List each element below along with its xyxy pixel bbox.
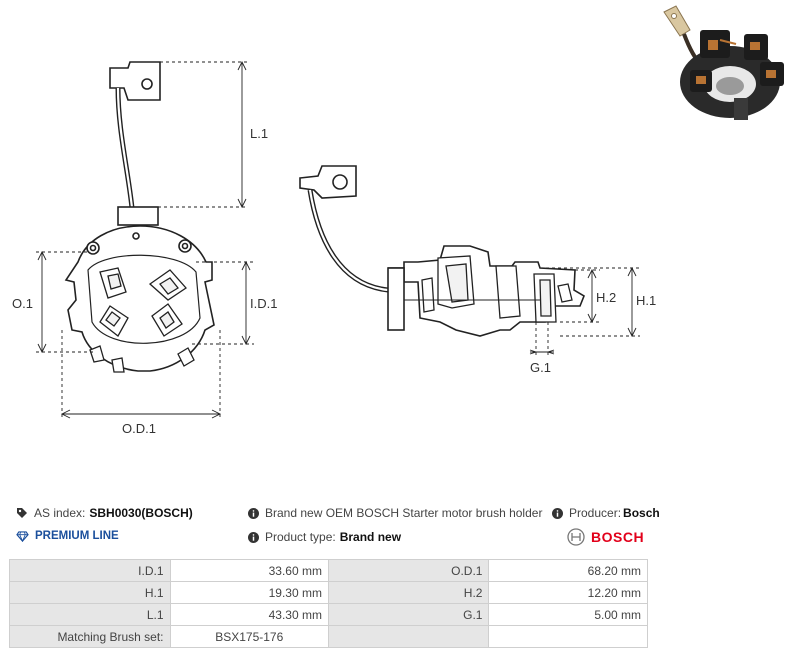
producer: Producer: Bosch <box>552 506 660 520</box>
dim-label-id1: I.D.1 <box>250 296 277 311</box>
brush-holder-side-view <box>299 165 585 337</box>
spec-key: Matching Brush set: <box>9 625 171 648</box>
premium-line-text: PREMIUM LINE <box>35 530 119 542</box>
spec-value: 12.20 mm <box>488 581 648 604</box>
spec-key: O.D.1 <box>327 559 490 582</box>
technical-drawing: L.1 O.1 I.D.1 O.D.1 <box>12 0 800 436</box>
spec-value: 43.30 mm <box>169 603 329 626</box>
producer-value: Bosch <box>623 506 660 520</box>
spec-key: I.D.1 <box>9 559 171 582</box>
dim-label-od1: O.D.1 <box>122 421 156 436</box>
dim-label-l1: L.1 <box>250 126 268 141</box>
as-index-label: AS index: <box>34 506 86 520</box>
product-type-value: Brand new <box>339 530 402 544</box>
tag-icon <box>17 508 27 518</box>
bosch-logo-text: BOSCH <box>591 529 645 545</box>
spec-value: 5.00 mm <box>488 603 648 626</box>
producer-label: Producer: <box>569 506 622 520</box>
info-icon <box>552 507 563 519</box>
bosch-logo: BOSCH <box>567 528 644 546</box>
spec-key: H.1 <box>9 581 171 604</box>
spec-value: 68.20 mm <box>488 559 648 582</box>
description-text: Brand new OEM BOSCH Starter motor brush … <box>265 506 543 520</box>
spec-value: 33.60 mm <box>169 559 329 582</box>
product-info: AS index: SBH0030(BOSCH) Brand new OEM B… <box>0 500 800 560</box>
as-index: AS index: SBH0030(BOSCH) <box>16 506 193 520</box>
spec-key: H.2 <box>327 581 490 604</box>
spec-key <box>327 625 490 648</box>
dim-label-o1: O.1 <box>12 296 33 311</box>
brush-holder-front-view <box>64 61 215 373</box>
product-type: Product type: Brand new <box>248 530 401 544</box>
spec-key: G.1 <box>327 603 490 626</box>
info-icon <box>248 507 259 519</box>
premium-line-badge: PREMIUM LINE <box>16 530 119 542</box>
spec-value <box>488 625 648 648</box>
product-photo <box>660 0 800 125</box>
diamond-icon <box>16 530 29 542</box>
table-row: Matching Brush set:BSX175-176 <box>9 625 648 648</box>
dim-label-h1: H.1 <box>636 293 656 308</box>
bosch-armature-icon <box>567 528 585 546</box>
spec-value: 19.30 mm <box>169 581 329 604</box>
front-view-dimensions <box>36 60 254 420</box>
spec-value: BSX175-176 <box>169 625 329 648</box>
dim-label-g1: G.1 <box>530 360 551 375</box>
product-type-label: Product type: <box>265 530 336 544</box>
spec-key: L.1 <box>9 603 171 626</box>
as-index-value: SBH0030(BOSCH) <box>89 506 193 520</box>
side-view-dimensions <box>529 266 640 356</box>
dim-label-h2: H.2 <box>596 290 616 305</box>
description: Brand new OEM BOSCH Starter motor brush … <box>248 506 542 520</box>
info-icon <box>248 531 259 543</box>
